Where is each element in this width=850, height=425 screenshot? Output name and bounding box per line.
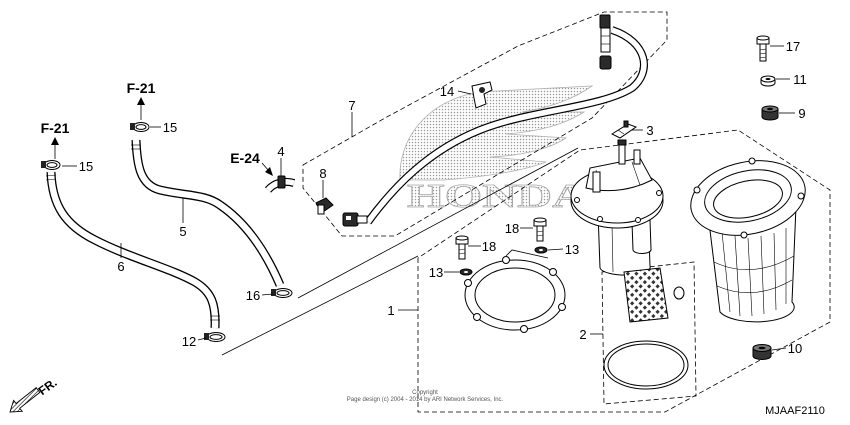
part-15-clamp-upper bbox=[130, 122, 150, 132]
callout-14[interactable]: 14 bbox=[440, 84, 454, 99]
callout-1[interactable]: 1 bbox=[387, 303, 394, 318]
part-4-hose-clamp bbox=[264, 175, 296, 193]
callout-10[interactable]: 10 bbox=[788, 341, 802, 356]
front-direction-marker: FR. bbox=[9, 375, 60, 413]
honda-wing-logo bbox=[399, 85, 594, 181]
part-2-filter-kit bbox=[603, 267, 689, 390]
part-11-washer bbox=[760, 75, 776, 87]
front-arrow-icon bbox=[9, 386, 41, 413]
part-2-outline bbox=[601, 261, 697, 405]
hose-lower-fitting bbox=[342, 212, 368, 227]
hose-group-outline bbox=[302, 11, 668, 237]
part-5-hose bbox=[131, 139, 285, 287]
callout-15-upper[interactable]: 15 bbox=[163, 120, 177, 135]
part-12-clamp bbox=[204, 332, 226, 342]
part-15-clamp-lower bbox=[41, 160, 61, 170]
ref-e24[interactable]: E-24 bbox=[230, 150, 260, 166]
part-18-bolt-lower bbox=[455, 235, 469, 260]
assembly-boundary-line bbox=[221, 255, 419, 356]
callout-4[interactable]: 4 bbox=[277, 144, 284, 159]
part-3-clip bbox=[610, 120, 638, 139]
callout-13-upper[interactable]: 13 bbox=[565, 242, 579, 257]
part-13-washer-lower bbox=[459, 268, 473, 276]
pump-gasket bbox=[464, 249, 566, 333]
part-8-connector bbox=[315, 197, 334, 215]
callout-11[interactable]: 11 bbox=[793, 72, 807, 87]
part-6-hose bbox=[45, 171, 220, 329]
front-label: FR. bbox=[36, 375, 60, 398]
honda-wordmark: HONDA bbox=[407, 178, 588, 215]
copyright-line-1: Copyright bbox=[412, 390, 438, 396]
callout-18-upper[interactable]: 18 bbox=[505, 221, 519, 236]
fuel-pump-assembly bbox=[570, 139, 664, 276]
fuel-filter-housing bbox=[690, 157, 806, 323]
callout-7[interactable]: 7 bbox=[348, 98, 355, 113]
assembly-boundary-line bbox=[297, 147, 579, 299]
callout-9[interactable]: 9 bbox=[798, 106, 805, 121]
callout-3[interactable]: 3 bbox=[646, 123, 653, 138]
hose-upper-fitting bbox=[599, 14, 612, 70]
part-9-grommet bbox=[761, 105, 779, 121]
callout-18-lower[interactable]: 18 bbox=[482, 239, 496, 254]
part-10-grommet bbox=[752, 344, 772, 360]
callout-16[interactable]: 16 bbox=[246, 288, 260, 303]
callout-6[interactable]: 6 bbox=[117, 259, 124, 274]
callout-12[interactable]: 12 bbox=[182, 334, 196, 349]
part-14-clip bbox=[471, 81, 493, 109]
reference-arrow bbox=[51, 97, 273, 176]
part-7-hose bbox=[364, 26, 648, 225]
leader-lines bbox=[62, 45, 795, 351]
callout-5[interactable]: 5 bbox=[179, 224, 186, 239]
callout-17[interactable]: 17 bbox=[786, 39, 800, 54]
callout-8[interactable]: 8 bbox=[319, 166, 326, 181]
ref-f21-lower[interactable]: F-21 bbox=[41, 120, 70, 136]
copyright-line-2: Page design (c) 2004 - 2014 by ARI Netwo… bbox=[347, 397, 504, 403]
part-17-bolt bbox=[756, 35, 770, 62]
part-13-washer-upper bbox=[534, 246, 548, 254]
part-18-bolt-upper bbox=[533, 217, 547, 242]
callout-13-lower[interactable]: 13 bbox=[429, 265, 443, 280]
honda-watermark: HONDA bbox=[399, 85, 594, 215]
pump-assembly-outline bbox=[417, 129, 831, 413]
ref-f21-upper[interactable]: F-21 bbox=[127, 80, 156, 96]
callout-2[interactable]: 2 bbox=[579, 327, 586, 342]
figure-code: MJAAF2110 bbox=[765, 405, 825, 417]
callout-15-lower[interactable]: 15 bbox=[79, 159, 93, 174]
part-16-clamp bbox=[271, 288, 293, 298]
